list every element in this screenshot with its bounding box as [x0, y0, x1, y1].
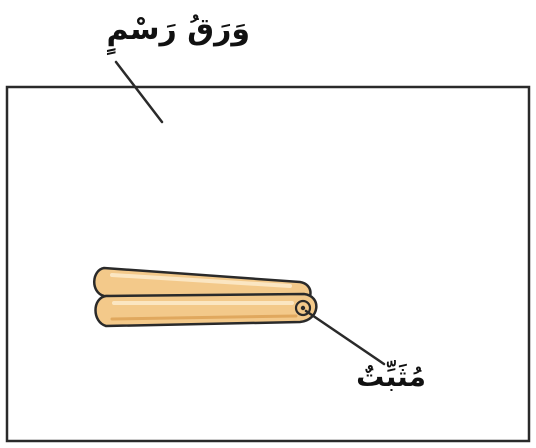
paper-label: وَرَقُ رَسْمٍ — [130, 12, 250, 47]
fastener-label: مُثَبِّتٌ — [336, 360, 446, 393]
drawing-paper — [7, 87, 529, 441]
fastener-head-hole — [301, 306, 305, 310]
fastener-lower-prong — [96, 294, 317, 326]
